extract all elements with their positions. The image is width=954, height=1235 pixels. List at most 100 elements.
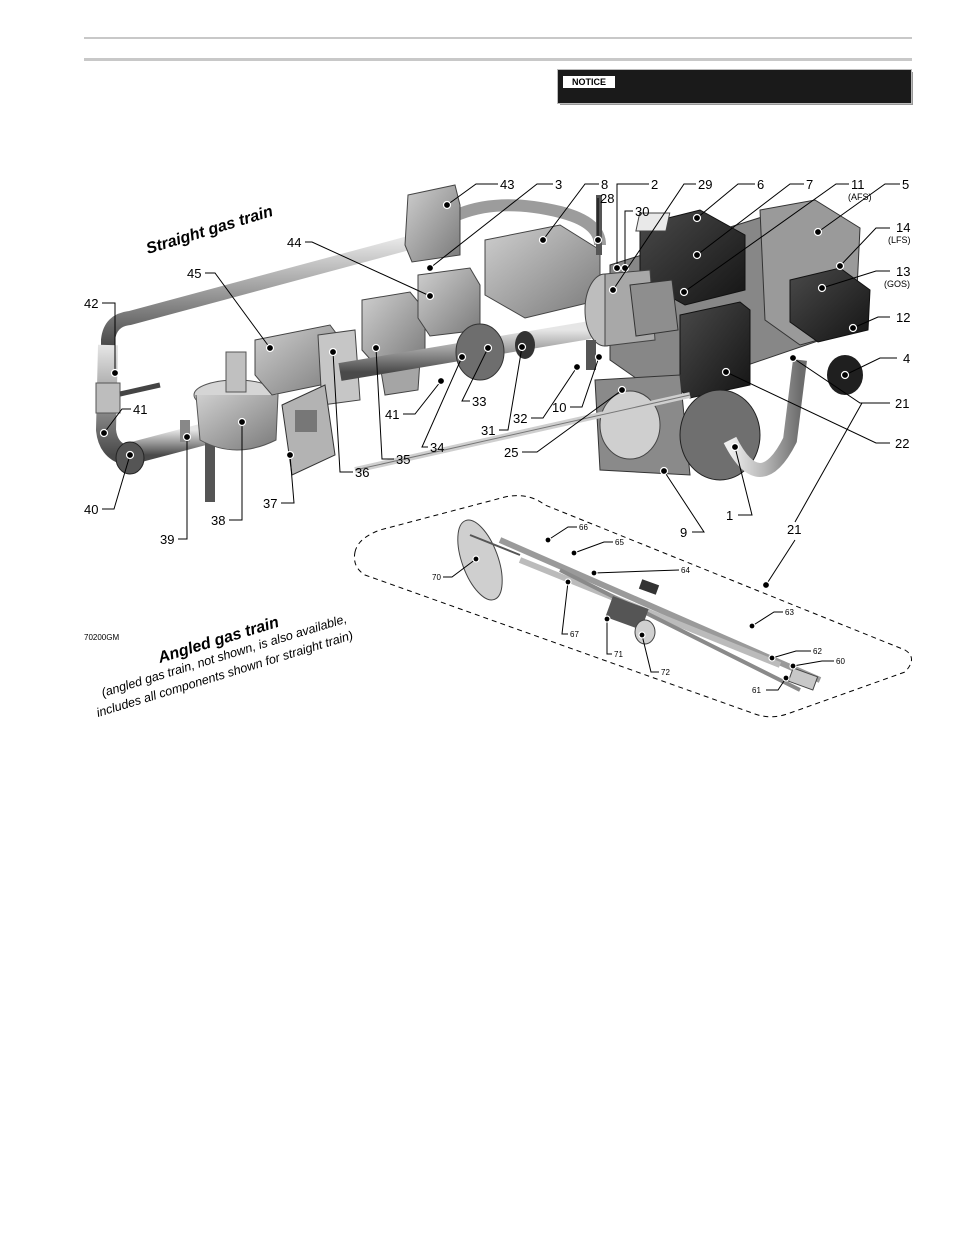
callout-60: 60 (789, 657, 845, 670)
svg-text:22: 22 (895, 436, 909, 451)
svg-text:39: 39 (160, 532, 174, 547)
svg-text:45: 45 (187, 266, 201, 281)
callout-44: 44 (287, 235, 435, 301)
svg-text:30: 30 (635, 204, 649, 219)
callout-40: 40 (84, 450, 135, 517)
svg-text:28: 28 (600, 191, 614, 206)
svg-text:43: 43 (500, 177, 514, 192)
callout-67: 67 (561, 578, 579, 639)
svg-text:71: 71 (614, 650, 623, 659)
svg-text:5: 5 (902, 177, 909, 192)
callout-42: 42 (84, 296, 120, 378)
svg-text:41: 41 (385, 407, 399, 422)
svg-text:61: 61 (752, 686, 761, 695)
callout-66: 66 (544, 523, 588, 544)
svg-text:72: 72 (661, 668, 670, 677)
angled-gas-train-note-line1: (angled gas train, not shown, is also av… (100, 612, 349, 700)
callout-38: 38 (211, 417, 247, 528)
callout-10: 10 (552, 352, 604, 415)
svg-text:32: 32 (513, 411, 527, 426)
callout-70: 70 (432, 555, 480, 582)
callout-32: 32 (513, 362, 582, 426)
header-rule-bottom (84, 58, 912, 61)
callout-13: 13 (GOS) (817, 264, 910, 293)
callout-14: 14 (LFS) (835, 220, 911, 271)
callout-64: 64 (590, 566, 690, 577)
svg-text:(AFS): (AFS) (848, 192, 872, 202)
callout-2: 2 (612, 177, 658, 273)
svg-text:3: 3 (555, 177, 562, 192)
svg-text:25: 25 (504, 445, 518, 460)
callout-71: 71 (603, 615, 623, 659)
svg-text:36: 36 (355, 465, 369, 480)
callout-25: 25 (504, 385, 627, 460)
callout-35: 35 (371, 343, 410, 467)
callout-43: 43 (442, 177, 514, 210)
svg-text:64: 64 (681, 566, 690, 575)
svg-text:29: 29 (698, 177, 712, 192)
svg-text:(LFS): (LFS) (888, 235, 911, 245)
svg-text:21: 21 (787, 522, 801, 537)
svg-text:7: 7 (806, 177, 813, 192)
callout-63: 63 (748, 608, 794, 630)
callout-5: 5 (813, 177, 909, 237)
callout-3: 3 (425, 177, 562, 273)
svg-text:10: 10 (552, 400, 566, 415)
svg-text:35: 35 (396, 452, 410, 467)
callout-41-left: 41 (99, 402, 147, 438)
callout-37: 37 (263, 450, 295, 511)
svg-text:4: 4 (903, 351, 910, 366)
svg-text:2: 2 (651, 177, 658, 192)
svg-text:1: 1 (726, 508, 733, 523)
svg-text:6: 6 (757, 177, 764, 192)
svg-text:31: 31 (481, 423, 495, 438)
callout-33: 33 (461, 343, 493, 409)
svg-text:66: 66 (579, 523, 588, 532)
svg-text:8: 8 (601, 177, 608, 192)
callout-9: 9 (659, 466, 705, 540)
callout-1: 1 (726, 442, 753, 523)
straight-gas-train-title: Straight gas train (144, 203, 275, 258)
svg-text:14: 14 (896, 220, 910, 235)
callout-6: 6 (692, 177, 764, 223)
callout-8: 8 (538, 177, 608, 245)
callout-29: 29 (608, 177, 712, 295)
svg-text:21: 21 (895, 396, 909, 411)
svg-text:38: 38 (211, 513, 225, 528)
callout-12: 12 (848, 310, 910, 333)
callout-21-lower: 21 (761, 402, 863, 590)
notice-tag: NOTICE (563, 76, 615, 88)
svg-text:12: 12 (896, 310, 910, 325)
svg-text:62: 62 (813, 647, 822, 656)
svg-text:63: 63 (785, 608, 794, 617)
callout-62: 62 (768, 647, 822, 662)
callout-22: 22 (721, 367, 909, 451)
svg-text:37: 37 (263, 496, 277, 511)
callout-41-right: 41 (385, 376, 446, 422)
svg-text:44: 44 (287, 235, 301, 250)
callout-11: 11 (AFS) (679, 177, 872, 297)
svg-text:11: 11 (851, 177, 865, 192)
svg-text:42: 42 (84, 296, 98, 311)
svg-text:41: 41 (133, 402, 147, 417)
callout-34: 34 (421, 352, 467, 455)
svg-text:67: 67 (570, 630, 579, 639)
header-rule-top (84, 37, 912, 39)
callout-4: 4 (840, 351, 910, 380)
figure-code: 70200GM (84, 633, 119, 642)
svg-text:34: 34 (430, 440, 444, 455)
svg-text:13: 13 (896, 264, 910, 279)
callout-28: 28 (593, 191, 614, 245)
svg-text:70: 70 (432, 573, 441, 582)
svg-text:65: 65 (615, 538, 624, 547)
callout-45: 45 (187, 266, 275, 353)
svg-text:(GOS): (GOS) (884, 279, 910, 289)
callout-36: 36 (328, 347, 369, 480)
svg-text:33: 33 (472, 394, 486, 409)
svg-text:60: 60 (836, 657, 845, 666)
notice-banner (558, 70, 911, 103)
callout-65: 65 (570, 538, 624, 557)
callout-39: 39 (160, 432, 192, 547)
svg-text:9: 9 (680, 525, 687, 540)
